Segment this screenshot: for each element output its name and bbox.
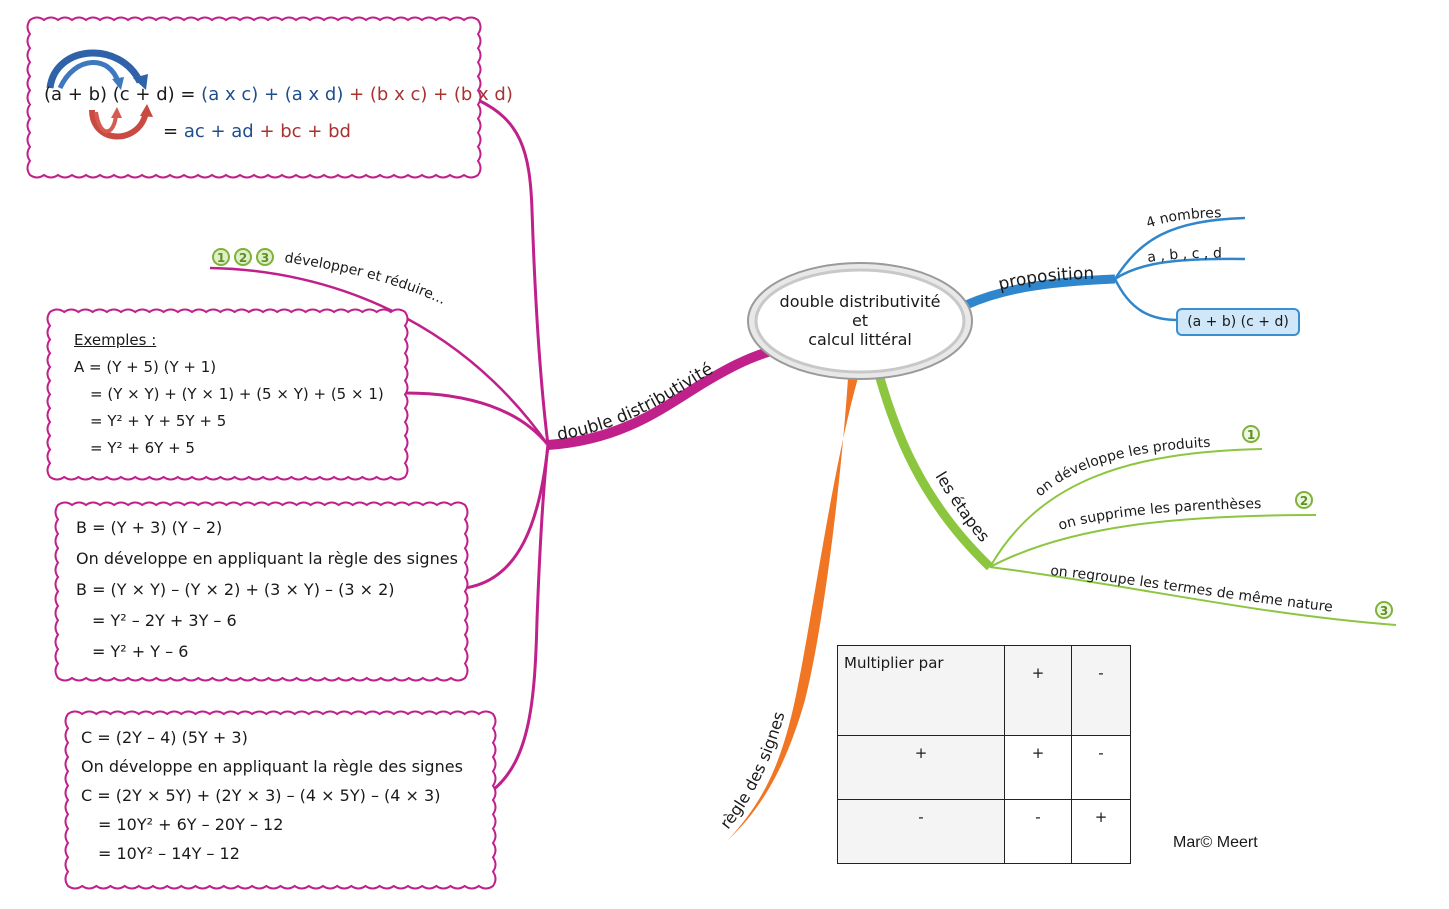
connector-steps <box>209 266 550 446</box>
example-a-line: = (Y × Y) + (Y × 1) + (5 × Y) + (5 × 1) <box>90 385 384 403</box>
example-b-line: = Y² – 2Y + 3Y – 6 <box>92 611 237 630</box>
example-b-line: On développe en appliquant la règle des … <box>76 549 458 568</box>
red-arrow-icon <box>94 111 118 134</box>
etape-badges: 1 2 3 <box>1242 425 1393 619</box>
etape-badge-1-icon <box>1242 425 1260 443</box>
etape-badge-3-label: 3 <box>1380 604 1388 618</box>
etape-badge-3-icon <box>1375 601 1393 619</box>
callout-borders <box>26 16 497 890</box>
example-c-line: C = (2Y × 5Y) + (2Y × 3) – (4 × 5Y) – (4… <box>81 786 441 805</box>
connector-example-c <box>492 444 550 792</box>
branch-label-proposition[interactable]: proposition <box>996 264 1094 295</box>
formula-result-b: + bc + bd <box>253 121 351 142</box>
red-arrow-icon <box>89 109 149 140</box>
table-row: - - + <box>837 799 1131 864</box>
etape-badge-1-label: 1 <box>1247 428 1255 442</box>
branch-double-distributivite <box>209 98 770 792</box>
branch-les-etapes <box>875 376 1397 626</box>
formula-eq: = <box>163 121 184 142</box>
example-a-line: = Y² + Y + 5Y + 5 <box>90 412 227 430</box>
table-header-cell: + <box>1004 645 1072 736</box>
formula-terms-b: + (b x c) + (b x d) <box>343 84 513 105</box>
central-topic-line3: calcul littéral <box>808 330 912 349</box>
table-cell: + <box>1071 799 1131 864</box>
etape-badge-2-icon <box>1295 491 1313 509</box>
table-row-header: + <box>837 735 1005 800</box>
callout-border <box>64 710 497 890</box>
steps-badges: 1 2 3 <box>212 248 274 266</box>
example-c-line: On développe en appliquant la règle des … <box>81 757 463 776</box>
connector-formula-box <box>477 98 550 446</box>
badge-3-label: 3 <box>261 251 269 265</box>
blue-arrow-icon <box>46 49 144 89</box>
example-c-line: = 10Y² – 14Y – 12 <box>98 844 240 863</box>
example-a-line: A = (Y + 5) (Y + 1) <box>74 358 217 376</box>
etape-3-label[interactable]: on regroupe les termes de même nature <box>1050 563 1334 616</box>
sign-rule-table: Multiplier par + - + + - - - + <box>837 645 1131 864</box>
distribution-arrows <box>46 49 153 140</box>
table-header-cell: - <box>1071 645 1131 736</box>
formula-line-2: = ac + ad + bc + bd <box>163 121 351 142</box>
table-cell: - <box>1071 735 1131 800</box>
badge-1-icon <box>212 248 230 266</box>
callout-border <box>46 308 409 481</box>
table-cell: + <box>1004 735 1072 800</box>
callout-border <box>54 501 469 682</box>
branch-proposition <box>964 216 1246 322</box>
proposition-child-abcd[interactable]: a , b , c , d <box>1146 246 1222 266</box>
table-header-cell: Multiplier par <box>837 645 1005 736</box>
connector-example-b <box>464 444 550 590</box>
table-cell: - <box>1004 799 1072 864</box>
proposition-child-expression[interactable]: (a + b) (c + d) <box>1176 308 1300 336</box>
formula-line-1: (a + b) (c + d) = (a x c) + (a x d) + (b… <box>44 84 513 105</box>
etape-2-label[interactable]: on supprime les parenthèses <box>1056 496 1261 534</box>
example-c-line: = 10Y² + 6Y – 20Y – 12 <box>98 815 284 834</box>
example-c-callout[interactable]: C = (2Y – 4) (5Y + 3) On développe en ap… <box>68 714 493 886</box>
badge-1-label: 1 <box>217 251 225 265</box>
proposition-child-4-nombres[interactable]: 4 nombres <box>1144 205 1222 232</box>
examples-title: Exemples : <box>74 331 157 349</box>
connector-example-a <box>404 391 550 446</box>
formula-callout[interactable]: (a + b) (c + d) = (a x c) + (a x d) + (b… <box>30 20 513 175</box>
etape-badge-2-label: 2 <box>1300 494 1308 508</box>
example-c-line: C = (2Y – 4) (5Y + 3) <box>81 728 248 747</box>
badge-3-icon <box>256 248 274 266</box>
badge-2-icon <box>234 248 252 266</box>
author-credit: Mar© Meert <box>1173 834 1258 851</box>
table-row: + + - <box>837 735 1131 800</box>
central-topic-line1: double distributivité <box>779 292 941 311</box>
example-a-callout[interactable]: Exemples : A = (Y + 5) (Y + 1) = (Y × Y)… <box>50 312 405 477</box>
example-b-line: = Y² + Y – 6 <box>92 642 189 661</box>
callout-border <box>26 16 482 179</box>
branch-regle-des-signes <box>728 378 858 840</box>
example-b-callout[interactable]: B = (Y + 3) (Y – 2) On développe en appl… <box>58 505 465 678</box>
central-topic-shape <box>747 262 973 380</box>
example-b-line: B = (Y + 3) (Y – 2) <box>76 518 223 537</box>
example-b-line: B = (Y × Y) – (Y × 2) + (3 × Y) – (3 × 2… <box>76 580 395 599</box>
table-row-header: - <box>837 799 1005 864</box>
central-topic[interactable]: double distributivité et calcul littéral <box>755 270 965 380</box>
formula-lhs: (a + b) (c + d) = <box>44 84 202 105</box>
central-topic-line2: et <box>851 311 869 330</box>
formula-result-a: ac + ad <box>183 121 254 142</box>
badge-2-label: 2 <box>239 251 247 265</box>
table-header-row: Multiplier par + - <box>837 645 1131 736</box>
branch-label-double-distributivite[interactable]: double distributivité <box>556 359 717 445</box>
example-a-line: = Y² + 6Y + 5 <box>90 439 195 457</box>
formula-terms-a: (a x c) + (a x d) <box>201 84 344 105</box>
blue-arrow-icon <box>57 60 121 90</box>
